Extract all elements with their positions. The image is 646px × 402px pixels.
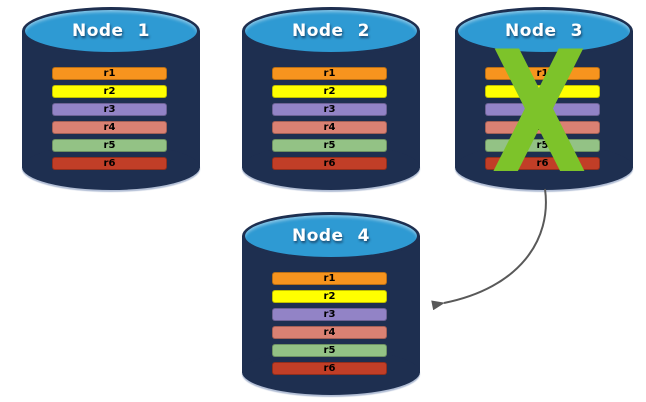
row-r3: r3 xyxy=(272,103,387,116)
row-r4: r4 xyxy=(52,121,167,134)
node-title: Node 1 xyxy=(71,21,150,41)
row-r5: r5 xyxy=(272,139,387,152)
row-r1: r1 xyxy=(52,67,167,80)
row-r2: r2 xyxy=(485,85,600,98)
node-title: Node 4 xyxy=(291,226,370,246)
row-list: r1 r2 r3 r4 r5 r6 xyxy=(485,67,600,175)
row-list: r1 r2 r3 r4 r5 r6 xyxy=(272,67,387,175)
row-r3: r3 xyxy=(485,103,600,116)
row-r5: r5 xyxy=(52,139,167,152)
row-list: r1 r2 r3 r4 r5 r6 xyxy=(52,67,167,175)
cylinder-top: Node 4 xyxy=(242,212,420,260)
row-r2: r2 xyxy=(272,290,387,303)
cylinder-top: Node 1 xyxy=(22,7,200,55)
row-r6: r6 xyxy=(272,157,387,170)
row-r1: r1 xyxy=(272,67,387,80)
row-r1: r1 xyxy=(272,272,387,285)
row-r4: r4 xyxy=(485,121,600,134)
cylinder-top: Node 2 xyxy=(242,7,420,55)
row-r3: r3 xyxy=(52,103,167,116)
row-r6: r6 xyxy=(52,157,167,170)
row-r6: r6 xyxy=(272,362,387,375)
node-title: Node 3 xyxy=(504,21,583,41)
cylinder-top: Node 3 xyxy=(455,7,633,55)
node-1: Node 1 r1 r2 r3 r4 r5 r6 xyxy=(22,7,200,190)
row-r2: r2 xyxy=(272,85,387,98)
node-title: Node 2 xyxy=(291,21,370,41)
arrow-curve xyxy=(431,188,547,311)
row-list: r1 r2 r3 r4 r5 r6 xyxy=(272,272,387,380)
row-r3: r3 xyxy=(272,308,387,321)
row-r5: r5 xyxy=(272,344,387,357)
node-4: Node 4 r1 r2 r3 r4 r5 r6 xyxy=(242,212,420,395)
row-r4: r4 xyxy=(272,121,387,134)
row-r5: r5 xyxy=(485,139,600,152)
row-r6: r6 xyxy=(485,157,600,170)
node-2: Node 2 r1 r2 r3 r4 r5 r6 xyxy=(242,7,420,190)
row-r2: r2 xyxy=(52,85,167,98)
row-r4: r4 xyxy=(272,326,387,339)
row-r1: r1 xyxy=(485,67,600,80)
